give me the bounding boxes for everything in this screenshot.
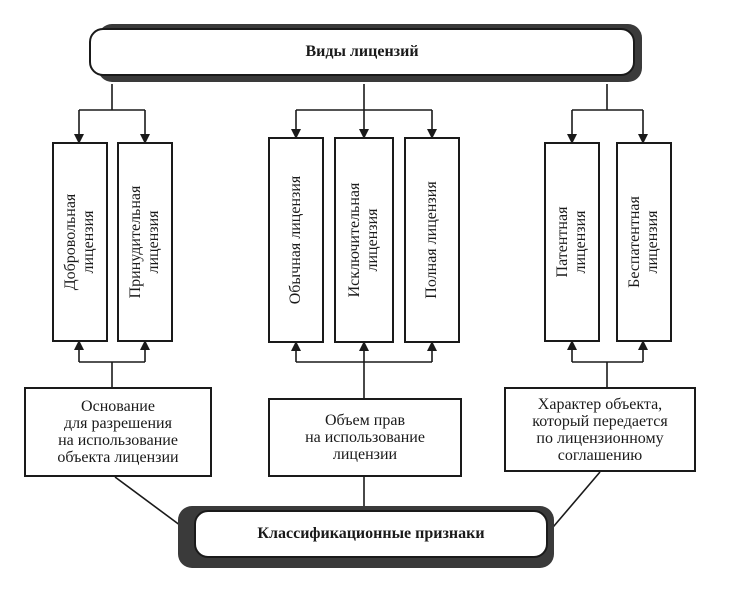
top-title-box: Виды лицензий — [89, 28, 635, 76]
license-compulsory-label: Принудительная лицензия — [127, 185, 162, 299]
license-full-label: Полная лицензия — [423, 181, 440, 299]
top-title: Виды лицензий — [305, 43, 419, 60]
license-full-box: Полная лицензия — [404, 137, 460, 343]
criterion-basis-box: Основание для разрешения на использовани… — [24, 387, 212, 477]
bottom-title-box: Классификационные признаки — [194, 510, 548, 558]
license-exclusive-label: Исключительная лицензия — [346, 182, 381, 298]
criterion-object-label: Характер объекта, который передается по … — [532, 395, 668, 464]
criterion-scope-label: Объем прав на использование лицензии — [305, 412, 425, 463]
license-patent-box: Патентная лицензия — [544, 142, 600, 342]
bottom-title: Классификационные признаки — [257, 525, 485, 542]
license-simple-label: Обычная лицензия — [287, 175, 304, 305]
criterion-scope-box: Объем прав на использование лицензии — [268, 398, 462, 477]
license-exclusive-box: Исключительная лицензия — [334, 137, 394, 343]
criterion-object-box: Характер объекта, который передается по … — [504, 387, 696, 472]
license-patent-label: Патентная лицензия — [554, 206, 589, 278]
license-compulsory-box: Принудительная лицензия — [117, 142, 173, 342]
license-simple-box: Обычная лицензия — [268, 137, 324, 343]
license-non-patent-label: Беспатентная лицензия — [626, 196, 661, 288]
license-voluntary-box: Добровольная лицензия — [52, 142, 108, 342]
license-non-patent-box: Беспатентная лицензия — [616, 142, 672, 342]
license-voluntary-label: Добровольная лицензия — [62, 193, 97, 291]
criterion-basis-label: Основание для разрешения на использовани… — [57, 398, 179, 466]
